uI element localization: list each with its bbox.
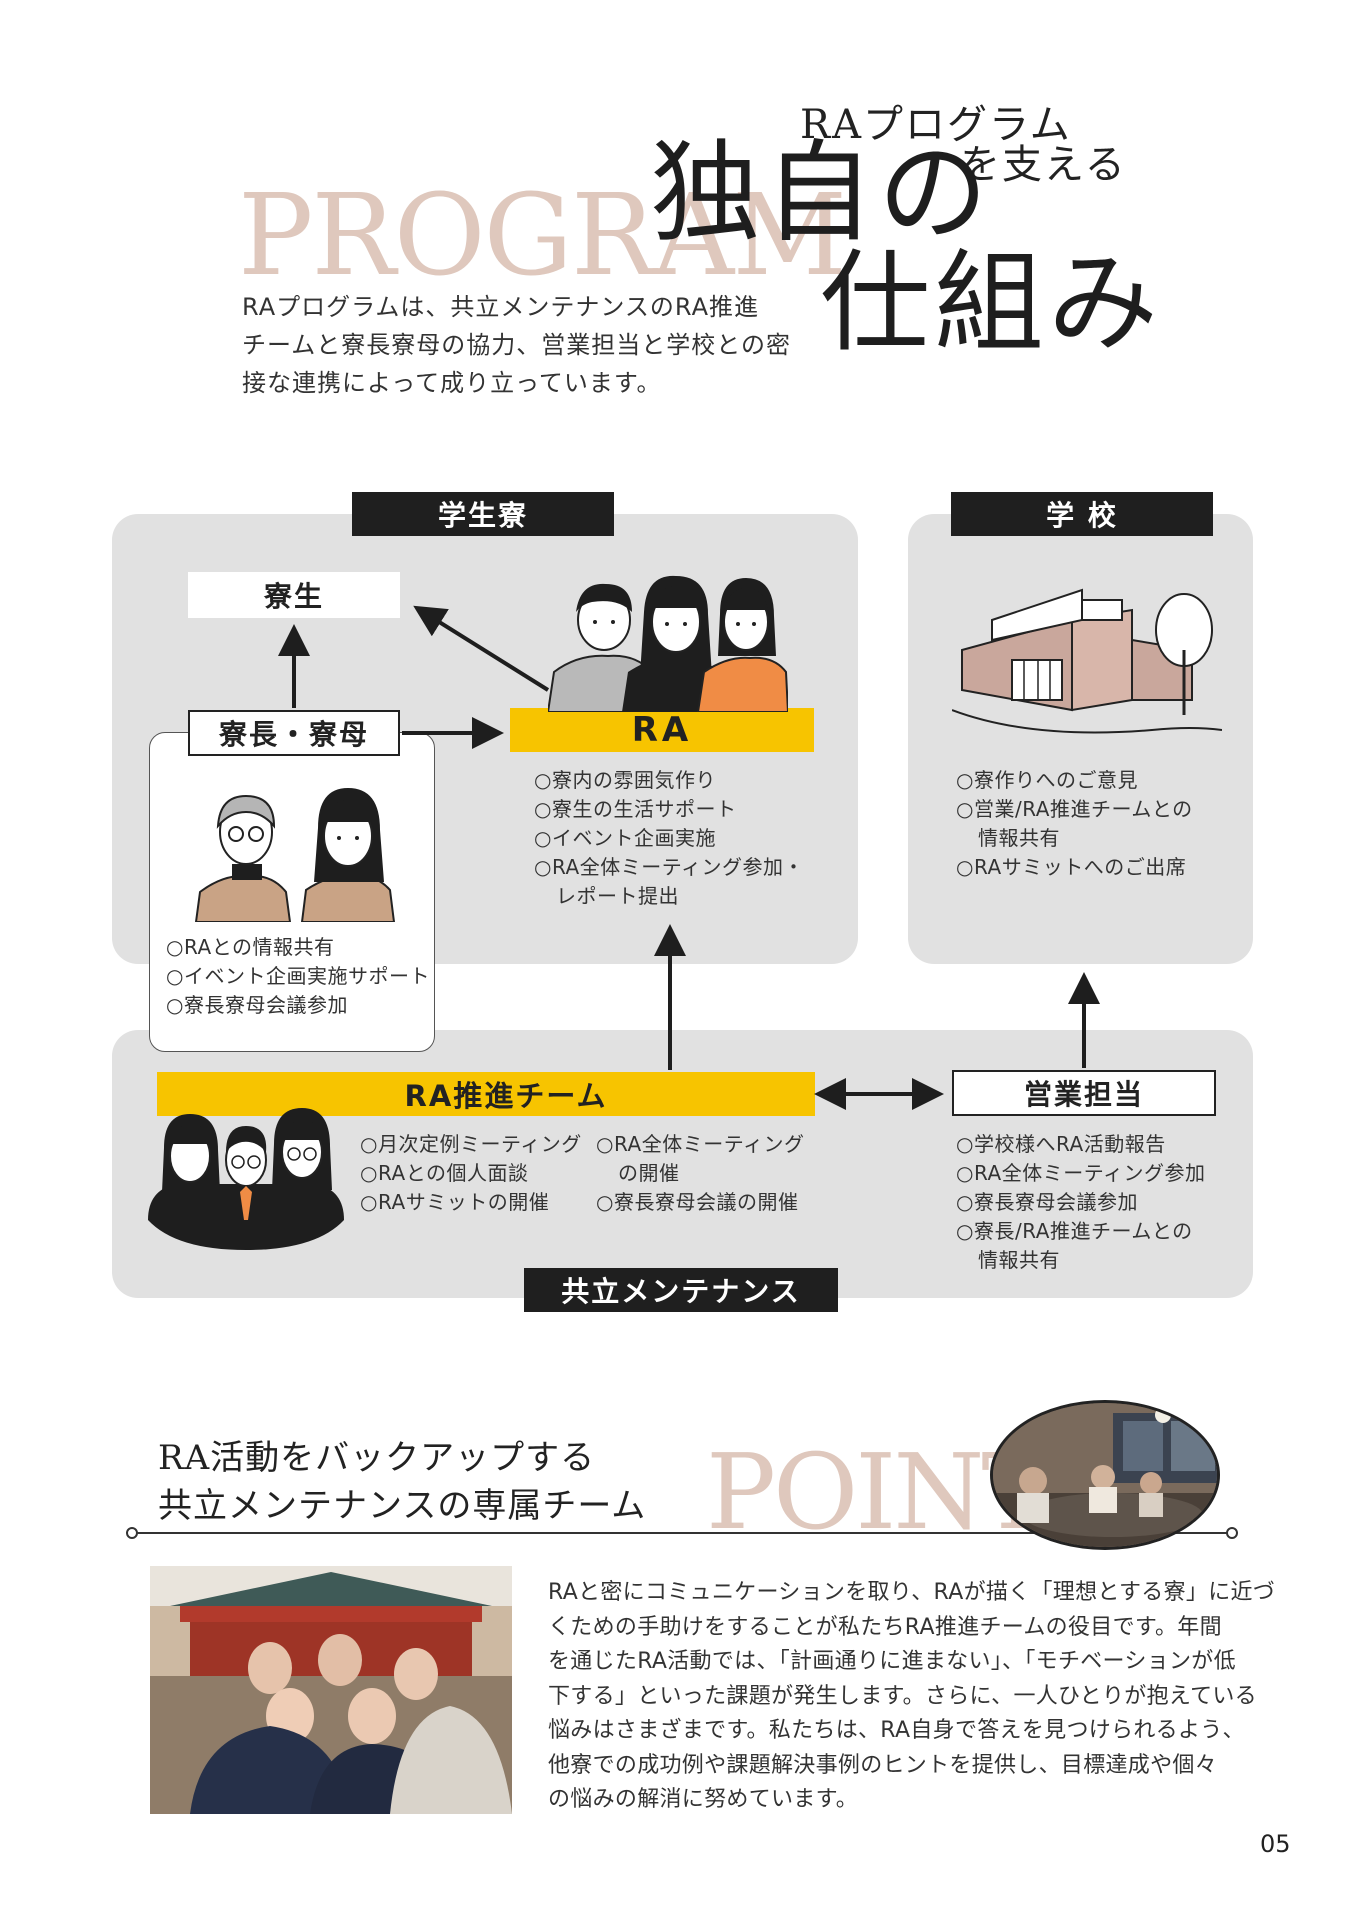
list-item: ○RAとの個人面談 — [360, 1161, 529, 1185]
list-item: 情報共有 — [978, 826, 1060, 850]
intro-line: チームと寮長寮母の協力、営業担当と学校との密 — [242, 331, 792, 359]
school-building-illustration — [952, 588, 1222, 734]
list-item: ○寮内の雰囲気作り — [534, 768, 716, 792]
body-line: 他寮での成功例や課題解決事例のヒントを提供し、目標達成や個々 — [548, 1752, 1218, 1778]
intro-line: 接な連携によって成り立っています。 — [242, 369, 662, 397]
list-item: の開催 — [618, 1161, 680, 1185]
list-item: ○RA全体ミーティング — [596, 1132, 805, 1156]
list-item: ○RA全体ミーティング参加 — [956, 1161, 1206, 1185]
intro-paragraph: RAプログラムは、共立メンテナンスのRA推進 チームと寮長寮母の協力、営業担当と… — [242, 288, 802, 402]
list-item: ○イベント企画実施 — [534, 826, 716, 850]
team-photo — [150, 1566, 512, 1814]
list-item: ○RAサミットの開催 — [360, 1190, 550, 1214]
list-item: 情報共有 — [978, 1248, 1060, 1272]
ra-bar: RA — [510, 708, 814, 752]
body-line: くための手助けをすることが私たちRA推進チームの役目です。年間 — [548, 1614, 1222, 1640]
subtitle-line-1: RAプログラム — [800, 102, 1072, 148]
page-number: 05 — [1260, 1830, 1291, 1858]
body-line: の悩みの解消に努めています。 — [548, 1787, 859, 1812]
body-line: RAと密にコミュニケーションを取り、RAが描く「理想とする寮」に近づ — [548, 1580, 1276, 1605]
team-people-illustration — [148, 1108, 344, 1250]
ryocho-illustration — [194, 788, 396, 922]
ra-duties-list: ○寮内の雰囲気作り ○寮生の生活サポート ○イベント企画実施 ○RA全体ミーティ… — [534, 766, 804, 911]
title-line-1: 独自の — [650, 129, 992, 257]
ryocho-box: 寮長・寮母 — [188, 710, 400, 756]
list-item: ○RAサミットへのご出席 — [956, 855, 1187, 879]
divider-dot-right — [1226, 1527, 1238, 1539]
meeting-photo — [990, 1400, 1220, 1550]
list-item: ○寮作りへのご意見 — [956, 768, 1138, 792]
team-duties-list-1: ○月次定例ミーティング ○RAとの個人面談 ○RAサミットの開催 — [360, 1130, 582, 1217]
dorm-tag: 学生寮 — [352, 492, 614, 536]
list-item: ○寮生の生活サポート — [534, 797, 737, 821]
body-line: 悩みはさまざまです。私たちは、RA自身で答えを見つけられるよう、 — [548, 1718, 1245, 1743]
school-tag: 学 校 — [951, 492, 1213, 536]
team-bar-label: RA推進チーム — [404, 1079, 608, 1113]
list-item: ○月次定例ミーティング — [360, 1132, 582, 1156]
divider-dot-left — [126, 1527, 138, 1539]
school-duties-list: ○寮作りへのご意見 ○営業/RA推進チームとの 情報共有 ○RAサミットへのご出… — [956, 766, 1193, 882]
body-line: 下する」といった課題が発生します。さらに、一人ひとりが抱えている — [548, 1683, 1257, 1709]
list-item: ○RA全体ミーティング参加・ — [534, 855, 805, 879]
title-line-2: 仕組み — [820, 239, 1162, 367]
team-bar: RA推進チーム — [157, 1072, 815, 1116]
eigyo-duties-list: ○学校様へRA活動報告 ○RA全体ミーティング参加 ○寮長寮母会議参加 ○寮長/… — [956, 1130, 1206, 1275]
team-duties-list-2: ○RA全体ミーティング の開催 ○寮長寮母会議の開催 — [596, 1130, 805, 1217]
list-item: レポート提出 — [556, 884, 679, 908]
list-item: ○寮長/RA推進チームとの — [956, 1219, 1193, 1243]
point-body-paragraph: RAと密にコミュニケーションを取り、RAが描く「理想とする寮」に近づ くための手… — [548, 1576, 1276, 1818]
list-item: ○寮長寮母会議参加 — [166, 993, 348, 1017]
list-item: ○RAとの情報共有 — [166, 935, 335, 959]
program-background-word: PROGRAM — [238, 171, 847, 301]
list-item: ○イベント企画実施サポート — [166, 964, 430, 988]
ryocho-duties-list: ○RAとの情報共有 ○イベント企画実施サポート ○寮長寮母会議参加 — [166, 933, 430, 1020]
subtitle-line-2: を支える — [960, 142, 1127, 188]
list-item: ○営業/RA推進チームとの — [956, 797, 1193, 821]
eigyo-box: 営業担当 — [952, 1070, 1216, 1116]
ra-people-illustration — [548, 575, 788, 712]
list-item: ○学校様へRA活動報告 — [956, 1132, 1166, 1156]
school-panel — [908, 514, 1253, 964]
list-item: ○寮長寮母会議の開催 — [596, 1190, 799, 1214]
company-tag: 共立メンテナンス — [524, 1268, 838, 1312]
point-divider-line — [132, 1532, 1232, 1534]
point-heading-line-2: 共立メンテナンスの専属チーム — [158, 1486, 647, 1526]
list-item: ○寮長寮母会議参加 — [956, 1190, 1138, 1214]
point-heading-line-1: RA活動をバックアップする — [158, 1438, 596, 1478]
ryosei-box: 寮生 — [188, 572, 400, 618]
body-line: を通じたRA活動では、「計画通りに進まない」、「モチベーションが低 — [548, 1649, 1236, 1674]
intro-line: RAプログラムは、共立メンテナンスのRA推進 — [242, 293, 760, 321]
